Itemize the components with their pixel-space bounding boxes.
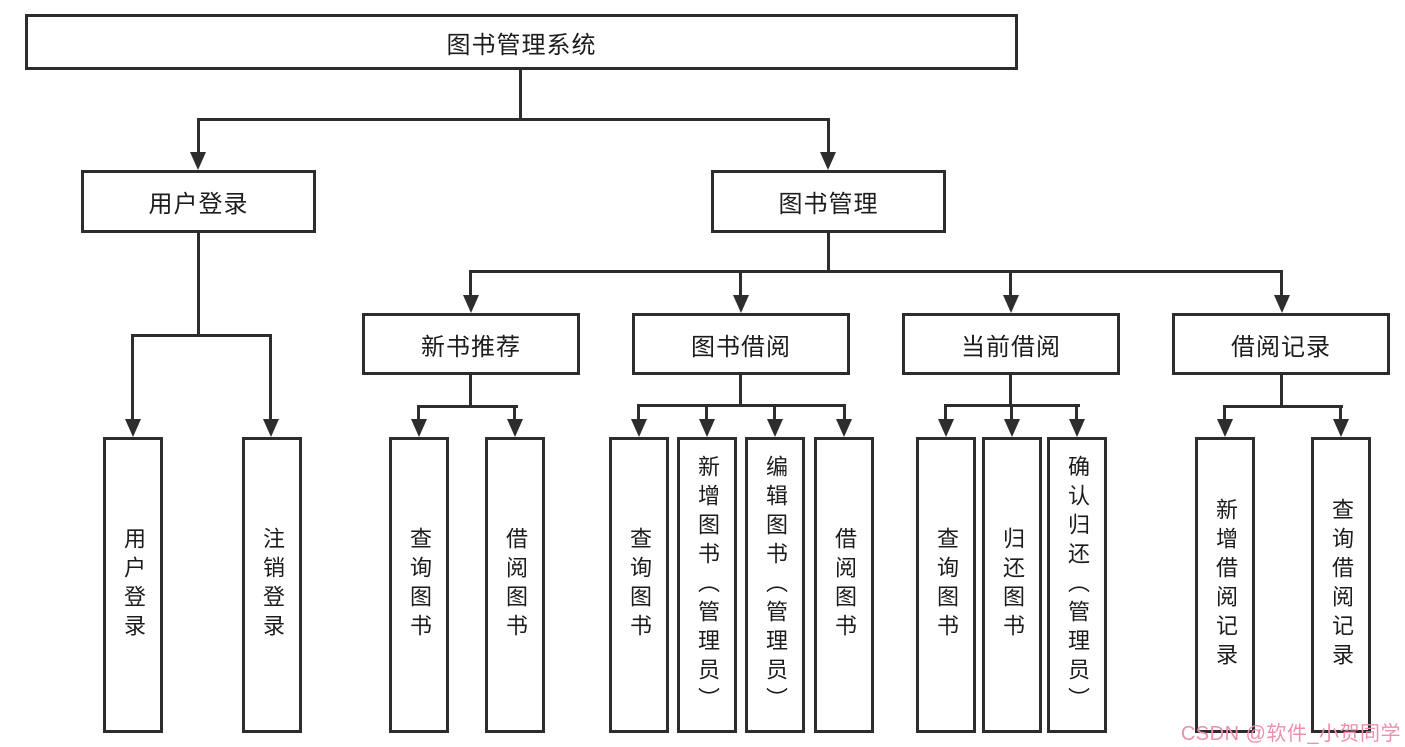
node-new-book-recommend: 新书推荐: [362, 313, 580, 375]
node-book-management: 图书管理: [711, 170, 946, 233]
connector-line: [637, 404, 640, 421]
node-root-label: 图书管理系统: [446, 31, 597, 59]
leaf-query-books-borrow: 查询图书: [609, 437, 669, 733]
leaf-borrow-books: 借阅图书: [814, 437, 874, 733]
leaf-query-books-borrow-label: 查询图书: [627, 527, 652, 643]
leaf-logout: 注销登录: [242, 437, 302, 733]
arrow-down-icon: [631, 419, 647, 437]
node-user-login: 用户登录: [81, 170, 316, 233]
arrow-down-icon: [733, 295, 749, 313]
connector-line: [469, 270, 472, 297]
watermark: CSDN @软件_小贺同学: [1180, 723, 1401, 745]
arrow-down-icon: [836, 419, 852, 437]
leaf-query-books-current-label: 查询图书: [934, 527, 959, 643]
leaf-edit-books-admin: 编辑图书（管理员）: [745, 437, 805, 733]
connector-line: [827, 118, 830, 154]
arrow-down-icon: [507, 419, 523, 437]
node-book-management-label: 图书管理: [778, 191, 879, 218]
node-borrow-records-label: 借阅记录: [1231, 333, 1331, 361]
node-current-borrow: 当前借阅: [902, 313, 1120, 375]
connector-line: [469, 375, 472, 408]
arrow-down-icon: [125, 419, 141, 437]
leaf-query-borrow-record-label: 查询借阅记录: [1329, 498, 1354, 672]
arrow-down-icon: [1274, 295, 1290, 313]
leaf-confirm-return-admin-label: 确认归还（管理员）: [1065, 454, 1090, 716]
arrow-down-icon: [820, 152, 836, 170]
arrow-down-icon: [938, 419, 954, 437]
leaf-add-borrow-record-label: 新增借阅记录: [1213, 498, 1238, 672]
arrow-down-icon: [463, 295, 479, 313]
node-current-borrow-label: 当前借阅: [961, 333, 1061, 361]
leaf-query-books-recommend-label: 查询图书: [407, 527, 432, 643]
arrow-down-icon: [1069, 419, 1085, 437]
connector-line: [1339, 405, 1342, 421]
node-user-login-label: 用户登录: [148, 191, 249, 218]
leaf-borrow-books-recommend: 借阅图书: [485, 437, 545, 733]
connector-line: [197, 118, 200, 154]
connector-line: [1009, 375, 1012, 406]
connector-line: [1280, 375, 1283, 408]
connector-line: [705, 404, 708, 421]
leaf-return-books: 归还图书: [982, 437, 1042, 733]
connector-line: [1010, 404, 1013, 421]
connector-line: [131, 334, 134, 421]
connector-line: [513, 405, 516, 421]
connector-line: [637, 404, 846, 407]
connector-line: [739, 375, 742, 406]
connector-line: [269, 334, 272, 421]
arrow-down-icon: [1217, 419, 1233, 437]
leaf-user-login-label: 用户登录: [121, 527, 146, 643]
connector-line: [417, 405, 420, 421]
connector-line: [1223, 405, 1226, 421]
leaf-query-borrow-record: 查询借阅记录: [1311, 437, 1371, 733]
connector-line: [1009, 270, 1012, 297]
leaf-edit-books-admin-label: 编辑图书（管理员）: [763, 454, 788, 716]
leaf-add-books-admin: 新增图书（管理员）: [677, 437, 737, 733]
connector-line: [827, 233, 830, 272]
arrow-down-icon: [767, 419, 783, 437]
arrow-down-icon: [1333, 419, 1349, 437]
node-root: 图书管理系统: [25, 14, 1018, 70]
leaf-user-login: 用户登录: [103, 437, 163, 733]
leaf-borrow-books-recommend-label: 借阅图书: [503, 527, 528, 643]
arrow-down-icon: [190, 152, 206, 170]
connector-line: [739, 270, 742, 297]
arrow-down-icon: [1004, 419, 1020, 437]
connector-line: [944, 404, 947, 421]
arrow-down-icon: [411, 419, 427, 437]
connector-line: [1280, 270, 1283, 297]
arrow-down-icon: [699, 419, 715, 437]
node-book-borrow-label: 图书借阅: [691, 333, 791, 361]
leaf-add-borrow-record: 新增借阅记录: [1195, 437, 1255, 733]
connector-line: [1075, 404, 1078, 421]
node-new-book-recommend-label: 新书推荐: [421, 333, 521, 361]
connector-line: [1223, 405, 1343, 408]
connector-line: [197, 233, 200, 336]
node-book-borrow: 图书借阅: [632, 313, 850, 375]
connector-line: [131, 334, 272, 337]
connector-line: [773, 404, 776, 421]
leaf-query-books-current: 查询图书: [916, 437, 976, 733]
leaf-add-books-admin-label: 新增图书（管理员）: [695, 454, 720, 716]
leaf-borrow-books-label: 借阅图书: [832, 527, 857, 643]
leaf-logout-label: 注销登录: [260, 527, 285, 643]
connector-line: [197, 118, 830, 121]
leaf-confirm-return-admin: 确认归还（管理员）: [1047, 437, 1107, 733]
connector-line: [469, 270, 1283, 273]
leaf-query-books-recommend: 查询图书: [389, 437, 449, 733]
leaf-return-books-label: 归还图书: [1000, 527, 1025, 643]
arrow-down-icon: [263, 419, 279, 437]
connector-line: [843, 404, 846, 421]
connector-line: [417, 405, 518, 408]
arrow-down-icon: [1003, 295, 1019, 313]
connector-line: [519, 70, 522, 120]
node-borrow-records: 借阅记录: [1172, 313, 1390, 375]
